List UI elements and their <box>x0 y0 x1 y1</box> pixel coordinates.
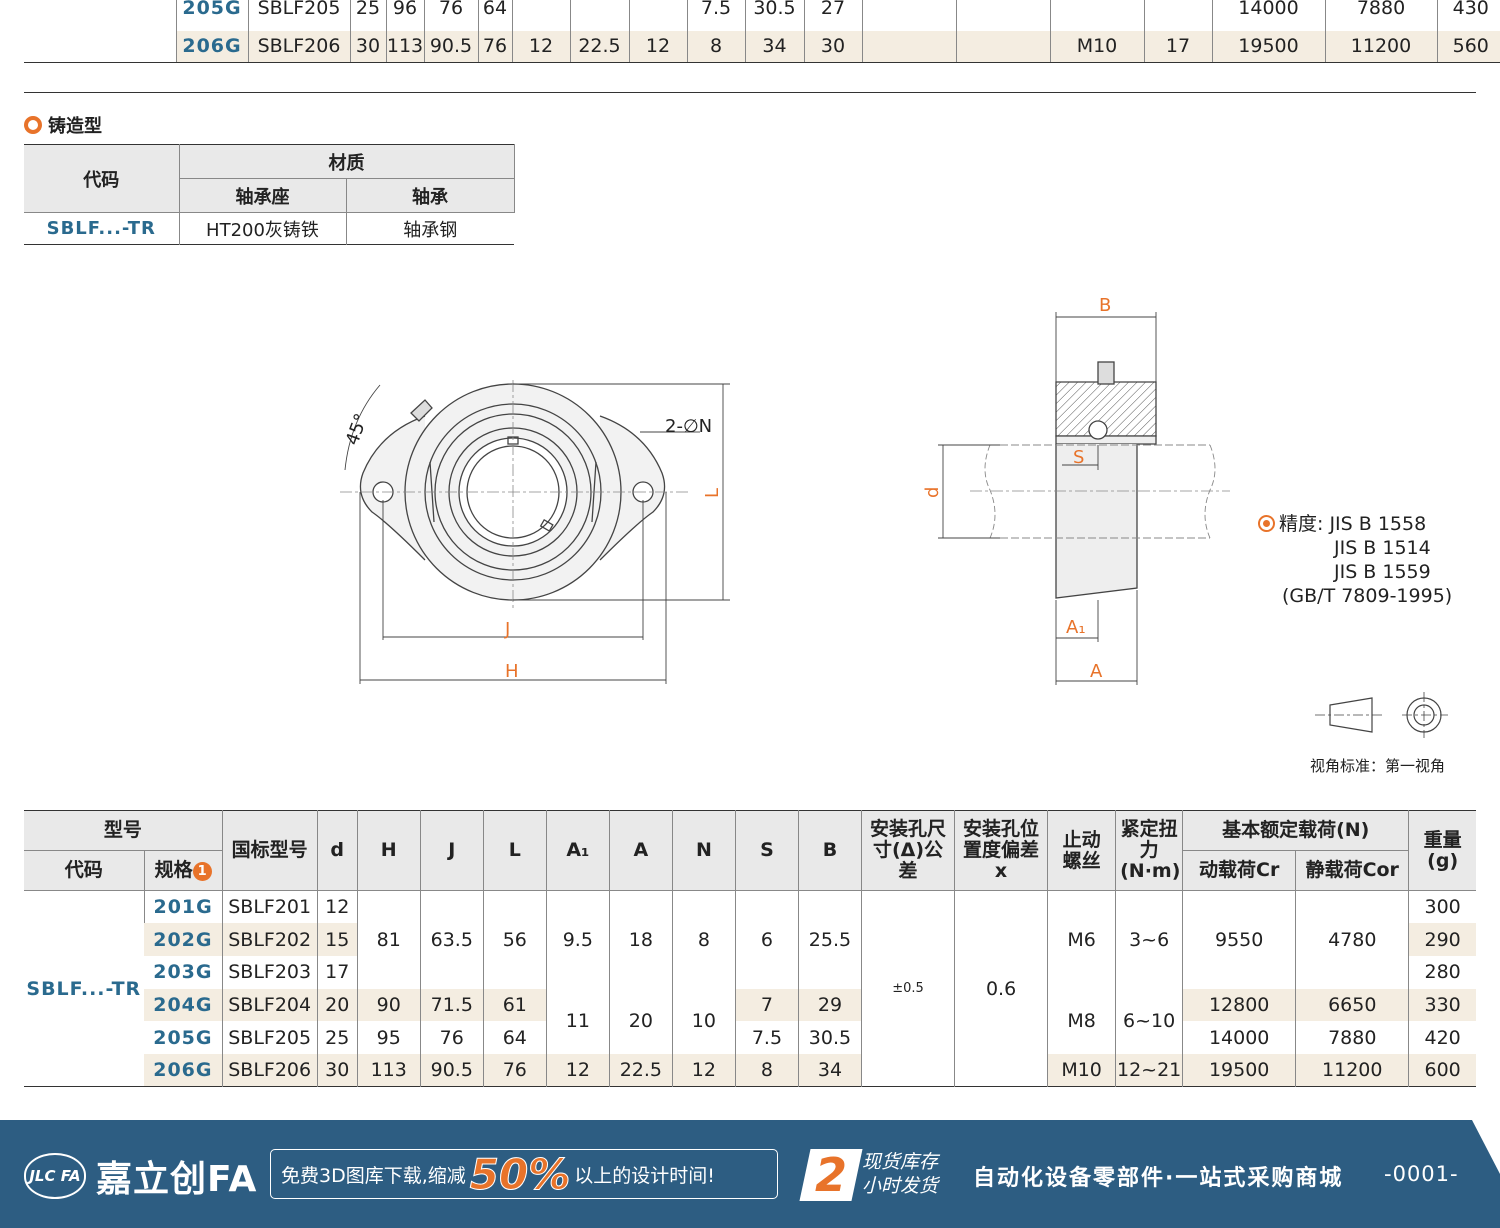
header-load: 基本额定载荷(N) <box>1182 810 1410 851</box>
header-A1: A₁ <box>545 810 610 891</box>
precision-line-2: JIS B 1514 <box>1334 537 1431 559</box>
stock-text: 现货库存小时发货 <box>862 1151 939 1197</box>
header-J: J <box>419 810 484 891</box>
row-code: SBLF...-TR <box>26 977 142 1000</box>
header-Cor: 静载荷Cor <box>1295 850 1409 891</box>
main-spec-table: 型号 国标型号 d H J L A₁ A N S B 安装孔尺寸(Δ)公差 安装… <box>24 810 1476 1088</box>
two-hour-badge: 2 <box>799 1148 863 1202</box>
material-bearing: 轴承钢 <box>345 212 514 245</box>
dim-S-label: S <box>1073 447 1084 468</box>
brand-name: 嘉立创FA <box>96 1159 258 1200</box>
material-table: 代码材质 轴承座轴承 SBLF...-TR HT200灰铸铁轴承钢 <box>24 144 515 245</box>
material-header-code: 代码 <box>24 144 180 213</box>
target-bullet-icon <box>1258 515 1275 532</box>
dim-d-label: d <box>922 487 943 498</box>
dim-A-label: A <box>1090 661 1103 682</box>
dim-J-label: J <box>504 619 510 640</box>
jlc-logo-icon: JLC FA <box>24 1153 86 1199</box>
header-model: 型号 <box>24 810 223 851</box>
brand-logo[interactable]: JLC FA 嘉立创FA <box>24 1150 257 1202</box>
header-code: 代码 <box>24 850 145 891</box>
note-1-icon: 1 <box>192 861 212 881</box>
slogan: 自动化设备零部件·一站式采购商城 <box>973 1166 1344 1191</box>
hole-tolerance-value: ±0.5 <box>860 890 955 1087</box>
angle-label: 45° <box>342 411 373 448</box>
header-torque: 紧定扭力(N·m) <box>1115 810 1184 891</box>
view-standard-label: 视角标准：第一视角 <box>1310 757 1446 775</box>
section-divider <box>24 92 1476 93</box>
hole-position-value: 0.6 <box>954 890 1048 1087</box>
technical-drawing: 45° 2-∅N L J H B S d A₁ A <box>340 295 1448 738</box>
side-view <box>938 312 1230 685</box>
front-view <box>340 380 730 684</box>
first-angle-projection-icon <box>1315 692 1448 738</box>
promo-percent: 50% <box>469 1149 571 1199</box>
header-B: B <box>797 810 862 891</box>
dim-H-label: H <box>505 661 519 682</box>
dim-L-label: L <box>702 488 723 498</box>
header-hole-position: 安装孔位置度偏差x <box>954 810 1049 891</box>
header-d: d <box>316 810 358 891</box>
header-hole-tolerance: 安装孔尺寸(Δ)公差 <box>860 810 956 891</box>
material-seat: HT200灰铸铁 <box>178 212 346 245</box>
precision-line-3: JIS B 1559 <box>1334 561 1431 583</box>
precision-line-4: (GB/T 7809-1995) <box>1282 585 1453 607</box>
material-header-seat: 轴承座 <box>179 178 347 213</box>
side-view-labels: B S d A₁ A <box>922 295 1111 682</box>
header-N: N <box>671 810 736 891</box>
hole-label: 2-∅N <box>665 416 712 437</box>
precision-note: 精度: JIS B 1558 JIS B 1514 JIS B 1559 (GB… <box>1258 512 1452 608</box>
material-code: SBLF...-TR <box>46 218 156 239</box>
footer-banner: JLC FA 嘉立创FA 免费3D图库下载,缩减 50% 以上的设计时间! 2 … <box>0 1120 1500 1228</box>
material-header-material: 材质 <box>178 144 515 179</box>
precision-label: 精度: <box>1279 513 1324 535</box>
section-title: 铸造型 <box>24 112 102 138</box>
header-Cr: 动载荷Cr <box>1182 850 1297 891</box>
page-number: -0001- <box>1384 1162 1459 1186</box>
header-set-screw: 止动螺丝 <box>1047 810 1117 891</box>
dim-B-label: B <box>1099 295 1111 316</box>
dim-A1-label: A₁ <box>1066 617 1086 638</box>
header-gb: 国标型号 <box>221 810 318 891</box>
material-header-bearing: 轴承 <box>345 178 515 213</box>
header-S: S <box>734 810 799 891</box>
circle-bullet-icon <box>24 116 42 134</box>
precision-line-1: JIS B 1558 <box>1329 513 1427 535</box>
header-L: L <box>482 810 547 891</box>
header-weight: 重量(g) <box>1408 810 1476 891</box>
header-H: H <box>356 810 421 891</box>
promo-box[interactable]: 免费3D图库下载,缩减 50% 以上的设计时间! <box>270 1149 778 1199</box>
header-A: A <box>608 810 673 891</box>
